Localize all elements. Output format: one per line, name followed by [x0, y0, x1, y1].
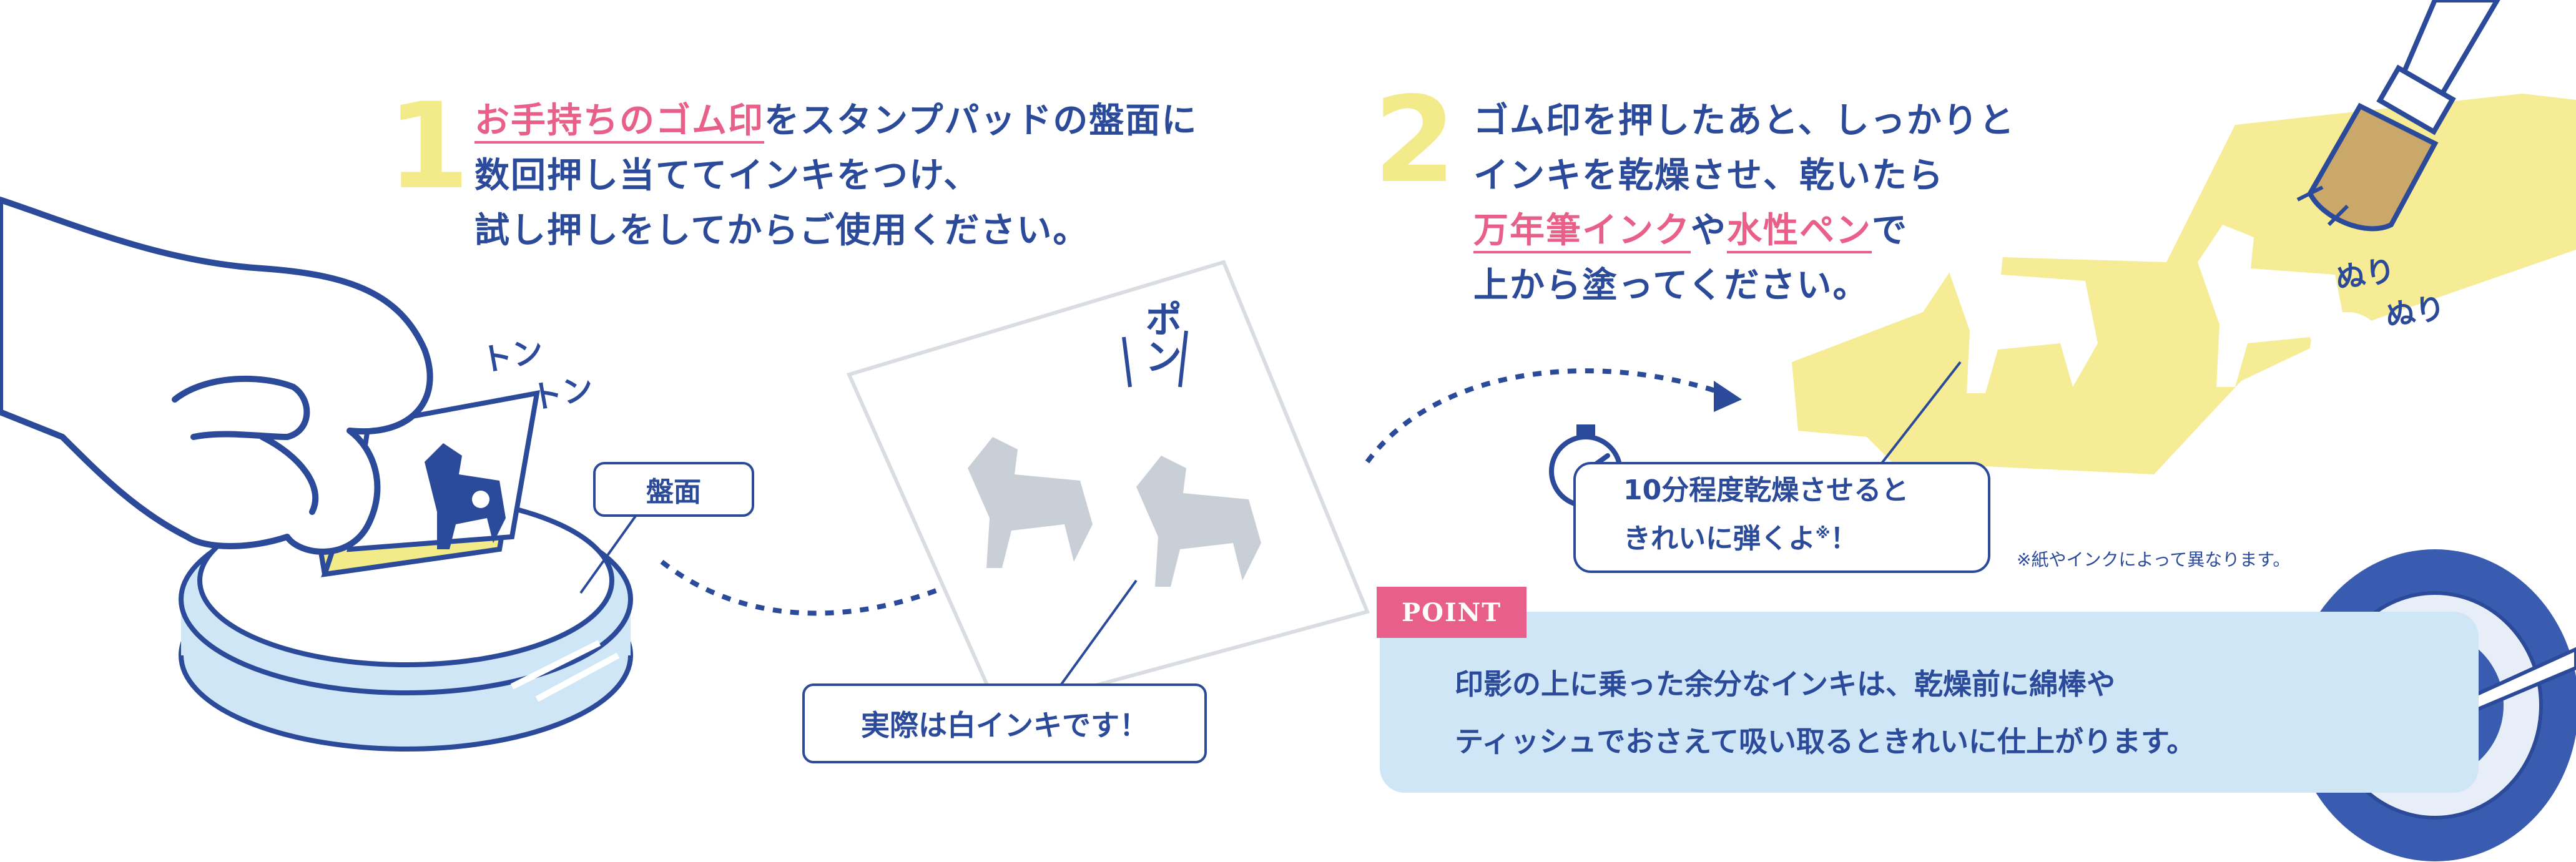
white-horse-silhouette [1948, 231, 2098, 393]
step-1-line-2: 数回押し当ててインキをつけ、 [474, 155, 980, 196]
horse-stamp-icon [425, 443, 506, 549]
point-box [1380, 612, 2479, 793]
step-2-instructions: ゴム印を押したあと、しっかりと インキを乾燥させ、乾いたら 万年筆インクや水性ペ… [1473, 94, 2015, 313]
sfx-nuri-2: ぬり [2383, 290, 2448, 334]
pad-surface-label: 盤面 [593, 462, 754, 517]
drying-tip-exclamation: ！ [1830, 522, 1858, 555]
step-2-line-3: 万年筆インクや水性ペンで [1473, 203, 2015, 258]
gray-horse-icon [968, 437, 1093, 568]
step-1-instructions: お手持ちのゴム印をスタンプパッドの盤面に 数回押し当ててインキをつけ、 試し押し… [474, 94, 1197, 258]
step-2-number: 2 [1374, 71, 1457, 209]
white-horse-silhouette [2198, 225, 2347, 387]
white-ink-label: 実際は白インキです！ [802, 683, 1207, 763]
sfx-pon: ポン [1138, 300, 1182, 375]
fountain-pen-ink-highlight: 万年筆インク [1473, 210, 1691, 253]
drying-tip-line-1: 10分程度乾燥させると [1623, 474, 1909, 506]
point-tag: POINT [1377, 587, 1526, 638]
step-2-line-3-end: で [1872, 210, 1908, 251]
gray-horse-icon [1136, 456, 1261, 587]
water-based-pen-highlight: 水性ペン [1727, 210, 1872, 253]
step-1-line-3: 試し押しをしてからご使用ください。 [474, 210, 1089, 251]
footnote-mark: ※ [1816, 524, 1831, 542]
paint-brush-illustration [2296, 0, 2500, 232]
point-line-1: 印影の上に乗った余分なインキは、乾燥前に綿棒や [1455, 667, 2115, 701]
drying-tip-line-2: きれいに弾くよ [1623, 522, 1816, 555]
test-paper-illustration [846, 260, 1370, 714]
step-1-number: 1 [387, 77, 470, 215]
step-2-line-2: インキを乾燥させ、乾いたら [1473, 155, 1944, 196]
sfx-nuri-1: ぬり [2333, 253, 2398, 296]
drying-tip-box [1573, 462, 1990, 573]
step-2-line-4: 上から塗ってください。 [1473, 265, 1869, 306]
footnote-note: ※紙やインクによって異なります。 [2017, 549, 2291, 570]
hand-illustration [0, 197, 433, 555]
step-1-line-1: をスタンプパッドの盤面に [764, 100, 1198, 141]
step-1-highlight: お手持ちのゴム印 [474, 100, 764, 144]
drying-tip-text: 10分程度乾燥させると きれいに弾くよ※！ [1623, 469, 1909, 561]
step-2-line-1: ゴム印を押したあと、しっかりと [1473, 100, 2015, 141]
point-line-2: ティッシュでおさえて吸い取るときれいに仕上がります。 [1455, 725, 2196, 758]
step-2-line-3-mid: や [1691, 210, 1727, 251]
point-text: 印影の上に乗った余分なインキは、乾燥前に綿棒や ティッシュでおさえて吸い取るとき… [1455, 655, 2195, 770]
